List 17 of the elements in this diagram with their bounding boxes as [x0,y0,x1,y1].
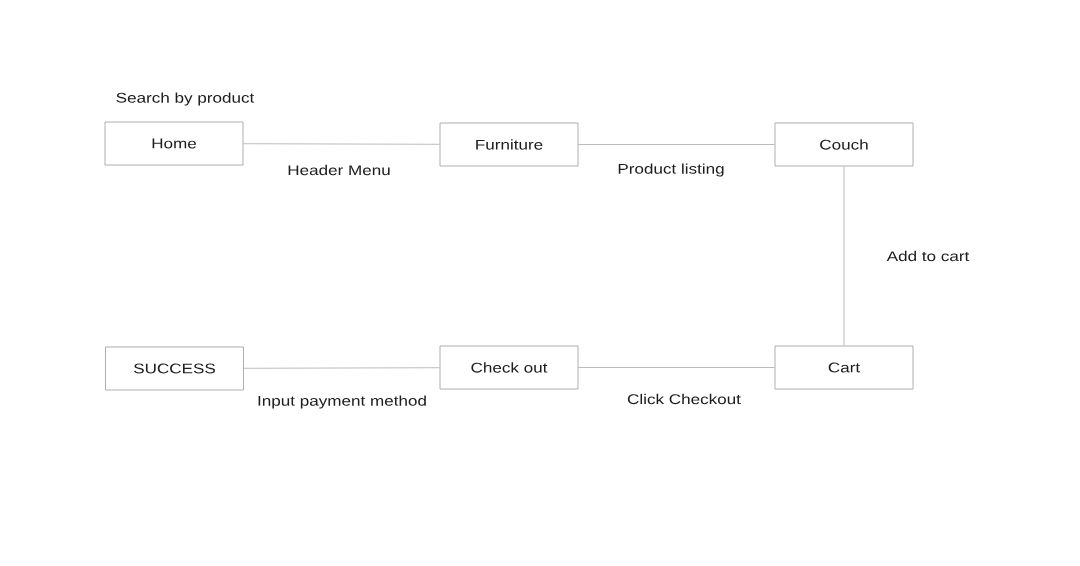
connector-line [243,367,441,369]
page-box: Check out [439,345,579,390]
edge-label: Add to cart [885,249,971,263]
page-box: Couch [774,122,914,167]
page-box: Home [104,121,244,166]
edge-label: Header Menu [286,163,392,177]
connector-line [843,165,845,347]
connector-line [577,367,776,368]
page-box: Cart [774,345,914,390]
edge-label: Product listing [616,162,726,178]
flow-note: Search by product [116,92,255,106]
edge-label: Click Checkout [626,392,742,406]
page-box: Furniture [439,122,579,167]
edge-label: Input payment method [256,394,428,410]
page-box: SUCCESS [105,346,244,391]
connector-line [577,144,776,145]
connector-line [242,143,441,145]
